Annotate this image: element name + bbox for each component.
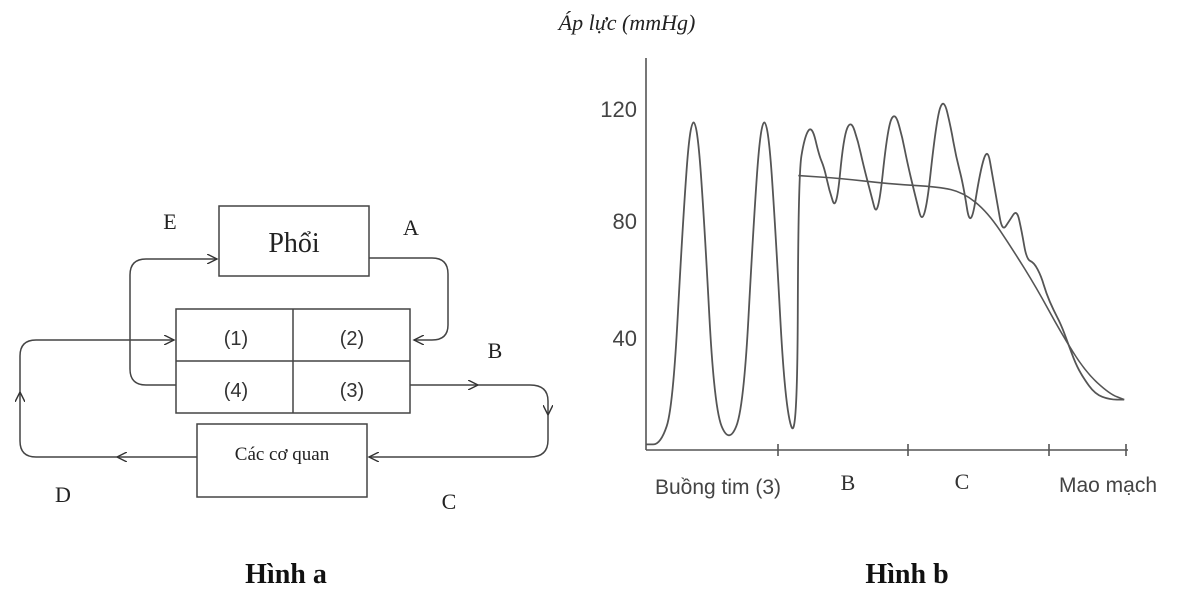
vessel-e-arrow (129, 259, 217, 386)
vessel-c-arrow (369, 415, 549, 457)
chamber-1-label: (1) (224, 328, 248, 350)
figure-b-caption: Hình b (865, 559, 948, 590)
chamber-3-label: (3) (340, 380, 364, 402)
vessel-c-label: C (442, 489, 457, 514)
chart-xsection-heart: Buồng tim (3) (655, 476, 781, 499)
pressure-pulse-line (646, 102, 1125, 446)
vessel-d-return-arrow (19, 340, 174, 392)
lung-box (218, 205, 370, 277)
chart-lines (646, 102, 1125, 446)
vessel-e-label: E (163, 209, 176, 234)
figure-a-caption: Hình a (245, 559, 327, 590)
vessel-a-arrow (369, 257, 449, 340)
chamber-4-label: (4) (224, 380, 248, 402)
chart-ylabel: Áp lực (mmHg) (557, 10, 696, 35)
chart-axes (645, 58, 1128, 456)
vessel-b-down-arrow (478, 384, 548, 415)
organs-label: Các cơ quan (235, 444, 330, 465)
chart-xsection-b: B (841, 470, 856, 495)
chart-ytick-40: 40 (613, 326, 637, 351)
chart-xsection-capillary: Mao mạch (1059, 474, 1157, 497)
vessel-a-label: A (403, 215, 419, 240)
mean-pressure-line (798, 174, 1125, 401)
vessel-d-up-arrow (20, 392, 117, 458)
lung-label: Phổi (268, 228, 320, 259)
organs-box (196, 423, 368, 498)
chamber-2-label: (2) (340, 328, 364, 350)
chart-ytick-80: 80 (613, 209, 637, 234)
figure-a-diagram (19, 205, 549, 498)
vessel-d-label: D (55, 482, 71, 507)
chart-xsection-c: C (955, 469, 970, 494)
chart-ytick-120: 120 (600, 97, 637, 122)
vessel-b-label: B (488, 338, 503, 363)
